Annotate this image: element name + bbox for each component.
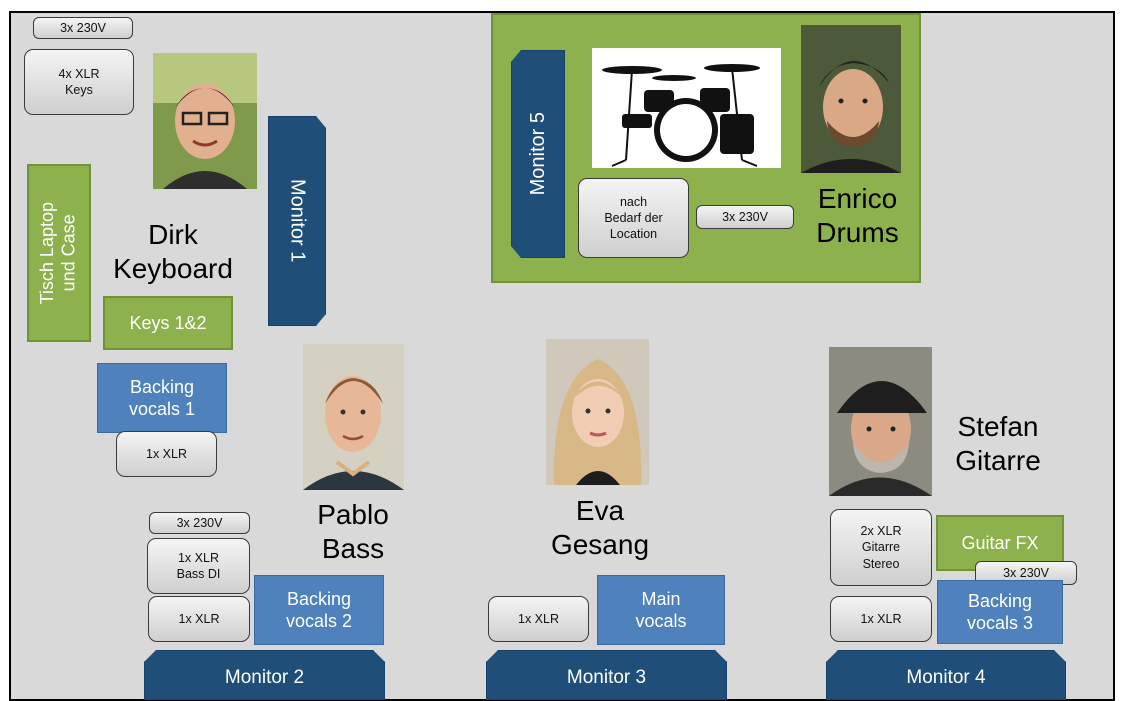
drum-kit-icon	[592, 48, 781, 168]
monitor-4: Monitor 4	[826, 650, 1066, 700]
vocals-xlr-box: 1x XLR	[488, 596, 589, 642]
bass-xlr-box: 1x XLR	[148, 596, 250, 642]
backing-vocals-1: Backing vocals 1	[97, 363, 227, 433]
pablo-photo	[303, 344, 404, 490]
guitar-xlr-stereo-box: 2x XLR Gitarre Stereo	[830, 509, 932, 586]
bass-di-box: 1x XLR Bass DI	[147, 538, 250, 594]
keyboard-xlr-box: 4x XLR Keys	[24, 49, 134, 115]
monitor-2: Monitor 2	[144, 650, 385, 700]
laptop-table: Tisch Laptop und Case	[27, 164, 91, 342]
monitor-5-label: Monitor 5	[526, 112, 549, 196]
laptop-table-label: Tisch Laptop und Case	[37, 201, 79, 305]
monitor-1-label: Monitor 1	[286, 179, 309, 263]
backing-1-xlr-box: 1x XLR	[116, 431, 217, 477]
drums-power-box: 3x 230V	[696, 205, 794, 229]
stefan-name: Stefan Gitarre	[955, 411, 1041, 476]
drums-location-box: nach Bedarf der Location	[578, 178, 689, 258]
keys-box: Keys 1&2	[103, 296, 233, 350]
backing-vocals-3: Backing vocals 3	[937, 580, 1063, 644]
backing-vocals-2: Backing vocals 2	[254, 575, 384, 645]
dirk-photo	[153, 53, 257, 189]
guitar-xlr-box: 1x XLR	[830, 596, 932, 642]
enrico-photo	[801, 25, 901, 173]
main-vocals: Main vocals	[597, 575, 725, 645]
enrico-name: Enrico Drums	[816, 183, 899, 248]
bass-power-box: 3x 230V	[149, 512, 250, 534]
dirk-name: Dirk Keyboard	[113, 219, 233, 284]
monitor-5: Monitor 5	[511, 50, 565, 258]
eva-name: Eva Gesang	[550, 495, 650, 560]
eva-photo	[546, 339, 649, 485]
monitor-3: Monitor 3	[486, 650, 727, 700]
pablo-name: Pablo Bass	[317, 499, 389, 564]
stefan-photo	[829, 347, 932, 496]
monitor-1: Monitor 1	[268, 116, 326, 326]
keyboard-power-box: 3x 230V	[33, 17, 133, 39]
